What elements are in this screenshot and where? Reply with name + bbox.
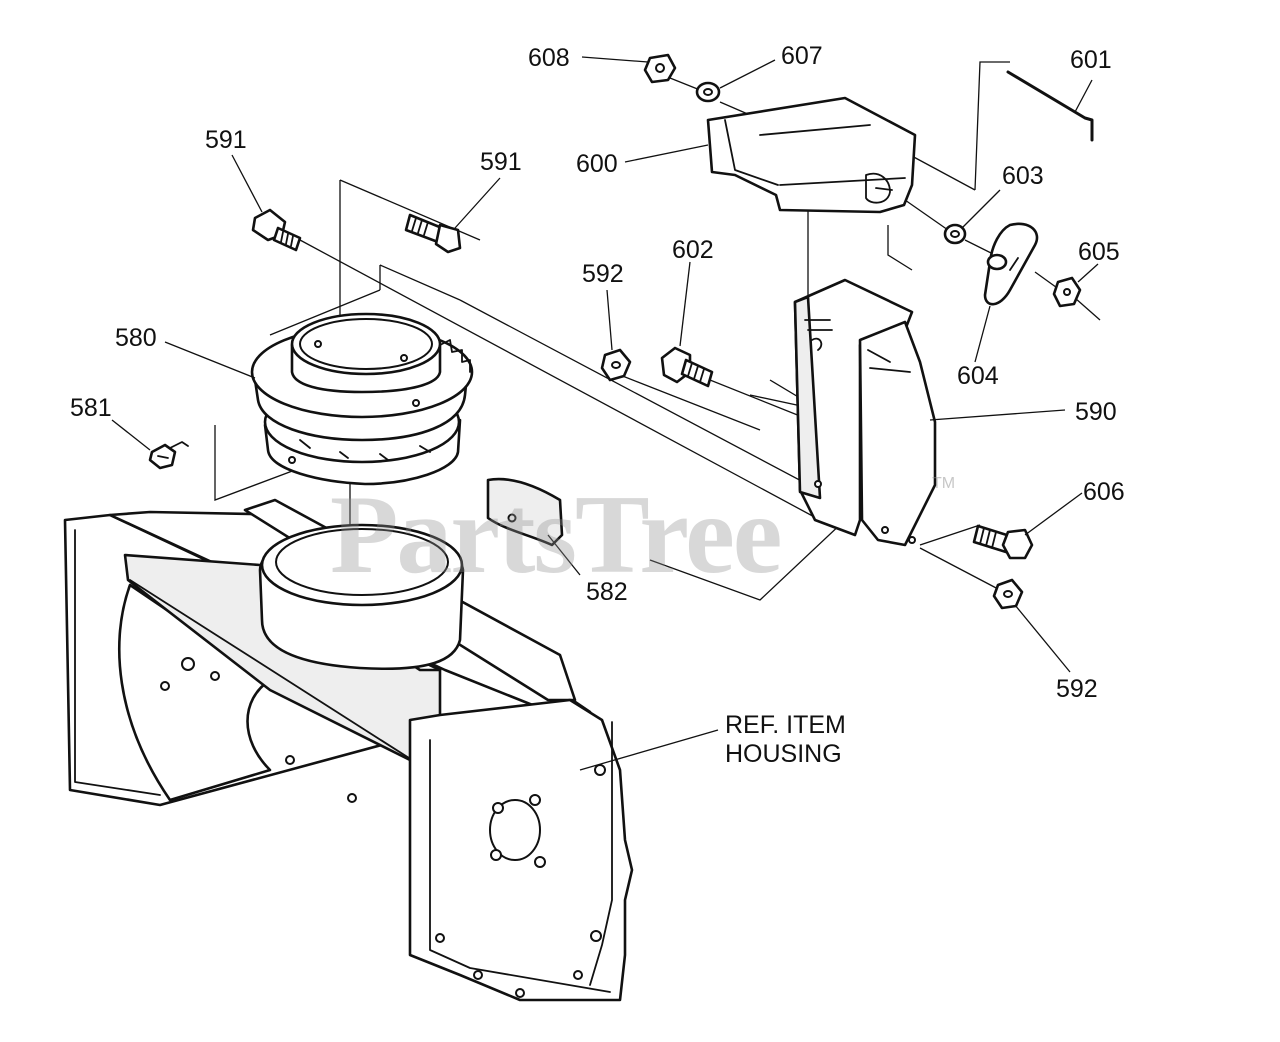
callout-603: 603 [1002, 162, 1044, 190]
callout-605: 605 [1078, 238, 1120, 266]
housing [63, 498, 634, 1002]
callout-leaders [111, 56, 1099, 771]
callout-600: 600 [576, 150, 618, 178]
callout-591-right: 591 [480, 148, 522, 176]
callout-580: 580 [115, 324, 157, 352]
callout-590: 590 [1075, 398, 1117, 426]
callout-581: 581 [70, 394, 112, 422]
callout-608: 608 [528, 44, 570, 72]
part-590-bracket [793, 278, 937, 547]
ref-item-label: REF. ITEM [725, 711, 846, 739]
callout-592-upper: 592 [582, 260, 624, 288]
ref-housing-label: HOUSING [725, 740, 842, 768]
watermark: PartsTree TM [330, 473, 955, 597]
callout-592-lower: 592 [1056, 675, 1098, 703]
callout-601: 601 [1070, 46, 1112, 74]
callout-607: 607 [781, 42, 823, 70]
part-601-pin [1006, 70, 1094, 142]
callout-582: 582 [586, 578, 628, 606]
hardware [148, 53, 1082, 610]
callout-591-left: 591 [205, 126, 247, 154]
part-580-chute-ring [250, 312, 474, 486]
watermark-tm: TM [932, 475, 955, 492]
watermark-text: PartsTree [330, 473, 781, 597]
callout-604: 604 [957, 362, 999, 390]
part-604-knob [983, 222, 1039, 306]
callout-labels: 608 607 601 591 591 600 603 602 592 605 … [70, 42, 1125, 768]
callout-602: 602 [672, 236, 714, 264]
callout-606: 606 [1083, 478, 1125, 506]
part-582-clip [486, 477, 564, 547]
part-600-deflector [706, 96, 917, 214]
